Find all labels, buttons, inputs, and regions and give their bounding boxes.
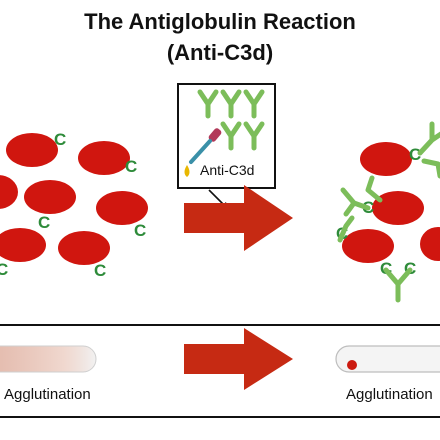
antibody-y xyxy=(421,158,440,179)
dropper-icon xyxy=(189,128,222,164)
figure-title-line1: The Antiglobulin Reaction xyxy=(84,9,356,34)
antibody-y xyxy=(220,89,242,119)
antibody-y xyxy=(340,187,371,217)
right-cell-group: C C CC C xyxy=(336,121,440,303)
antibody-y xyxy=(243,89,265,119)
figure-title-line2: (Anti-C3d) xyxy=(166,40,274,65)
complement-label: C xyxy=(134,221,146,240)
test-tube xyxy=(335,345,440,373)
complement-label: C xyxy=(38,213,50,232)
antibody-y xyxy=(243,121,265,151)
arrow-icon xyxy=(184,185,293,251)
antibody-y xyxy=(365,175,383,203)
agglutinate-button xyxy=(347,360,357,370)
complement-label: C xyxy=(0,260,8,279)
red-blood-cell: C xyxy=(58,231,110,280)
red-blood-cell: C xyxy=(24,180,76,232)
red-blood-cell xyxy=(0,175,18,209)
result-label-after: Agglutination xyxy=(346,386,433,403)
red-blood-cell: C xyxy=(362,191,424,225)
red-blood-cell: C xyxy=(0,228,46,279)
antibody-y xyxy=(337,215,355,243)
complement-label: C xyxy=(54,130,66,149)
red-blood-cell: C xyxy=(78,141,137,176)
arrow-icon xyxy=(184,328,293,390)
antibody-y xyxy=(197,89,219,119)
red-blood-cell: C xyxy=(6,130,66,167)
complement-label: C xyxy=(125,157,137,176)
antibody-y xyxy=(417,121,440,156)
complement-label: C xyxy=(94,261,106,280)
result-panel xyxy=(0,324,440,418)
reagent-box xyxy=(177,83,276,209)
result-label-before: Agglutination xyxy=(4,386,91,403)
left-cell-group: C C C C C C xyxy=(0,130,148,280)
antibody-y xyxy=(220,121,242,151)
reagent-label: Anti-C3d xyxy=(200,162,255,178)
complement-label: C xyxy=(409,145,421,164)
test-tube xyxy=(0,345,97,373)
antibody-y xyxy=(383,267,413,303)
red-blood-cell: C xyxy=(360,142,421,176)
drop-icon xyxy=(184,165,190,177)
red-blood-cell: C xyxy=(96,191,148,240)
